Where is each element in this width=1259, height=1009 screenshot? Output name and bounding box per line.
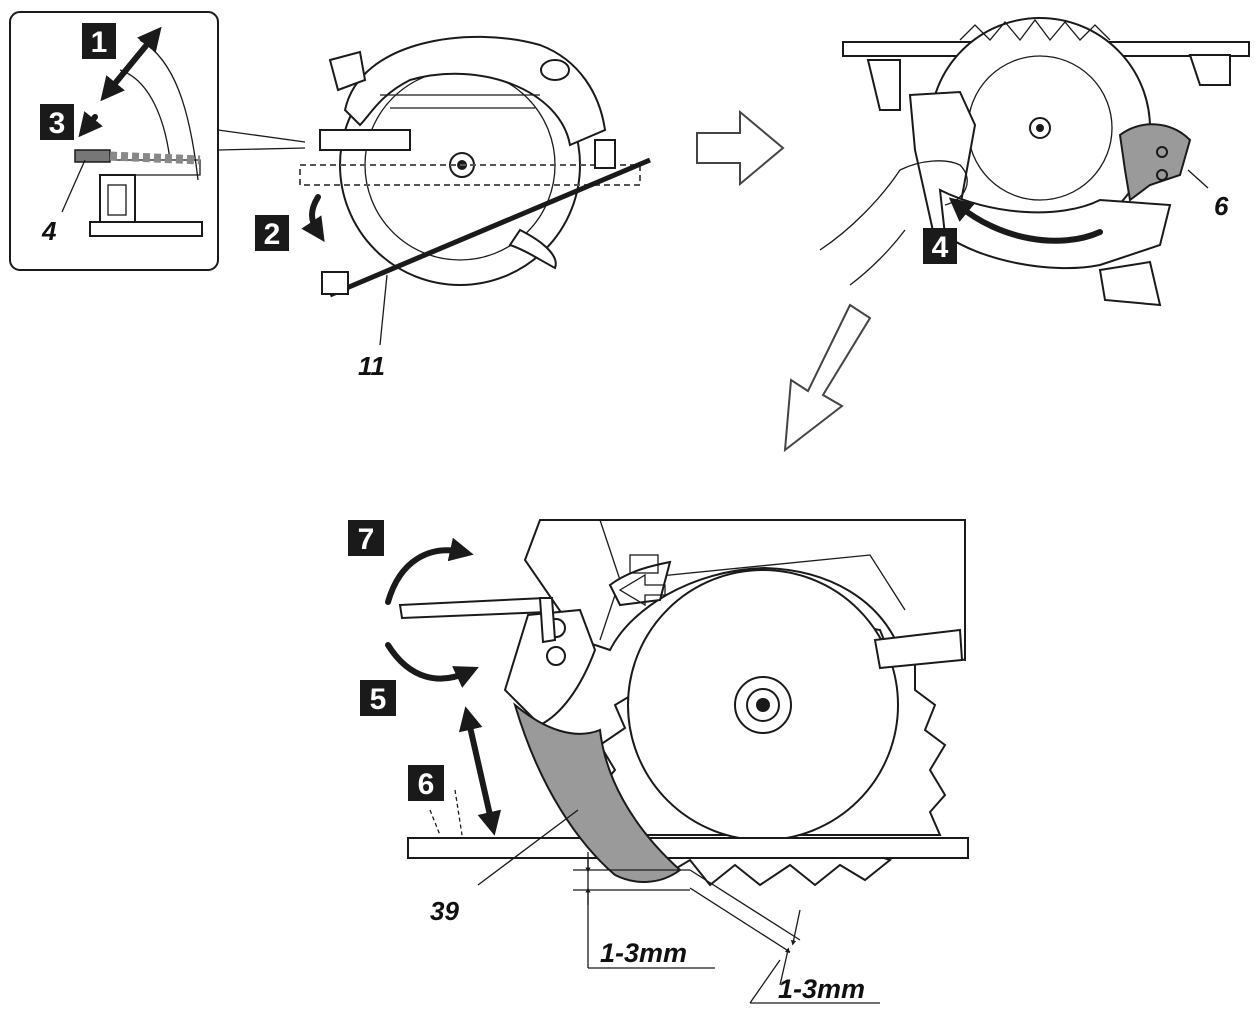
svg-text:2: 2 [264, 218, 281, 251]
dimension-label-knife: 1-3mm [778, 974, 865, 1004]
svg-text:7: 7 [358, 523, 375, 556]
riving-knife [1118, 123, 1192, 202]
svg-text:3: 3 [49, 107, 66, 140]
part-label-39: 39 [430, 896, 459, 926]
saw-view-2 [819, 17, 1250, 307]
svg-text:1: 1 [91, 26, 108, 59]
svg-text:5: 5 [370, 683, 387, 716]
saw-view-3 [385, 519, 969, 1004]
step-badge-2: 2 [255, 215, 289, 251]
flow-arrow-down [783, 303, 872, 453]
lever-knob [74, 149, 111, 163]
step-badge-5: 5 [360, 680, 396, 716]
saw-view-1 [299, 35, 651, 346]
arrow-step-2 [301, 194, 325, 242]
arrow-step-3 [78, 111, 103, 138]
part-label-11: 11 [358, 351, 385, 381]
step-badge-6: 6 [408, 765, 444, 801]
arrow-step-4 [948, 197, 1103, 244]
part-label-4: 4 [41, 216, 57, 246]
part-label-6: 6 [1214, 191, 1229, 221]
arrow-step-5 [385, 642, 479, 688]
detail-inset [9, 11, 306, 271]
step-badge-1: 1 [82, 23, 116, 59]
step-badge-7: 7 [348, 520, 384, 556]
svg-text:4: 4 [932, 231, 949, 264]
flow-arrow-right [696, 109, 785, 187]
arrow-step-6 [458, 706, 502, 836]
dimension-label-depth: 1-3mm [600, 938, 687, 968]
svg-text:6: 6 [418, 768, 435, 801]
step-badge-4: 4 [923, 228, 957, 264]
step-badge-3: 3 [40, 104, 74, 140]
arrow-step-1 [100, 26, 162, 102]
arrow-step-7 [385, 537, 474, 605]
